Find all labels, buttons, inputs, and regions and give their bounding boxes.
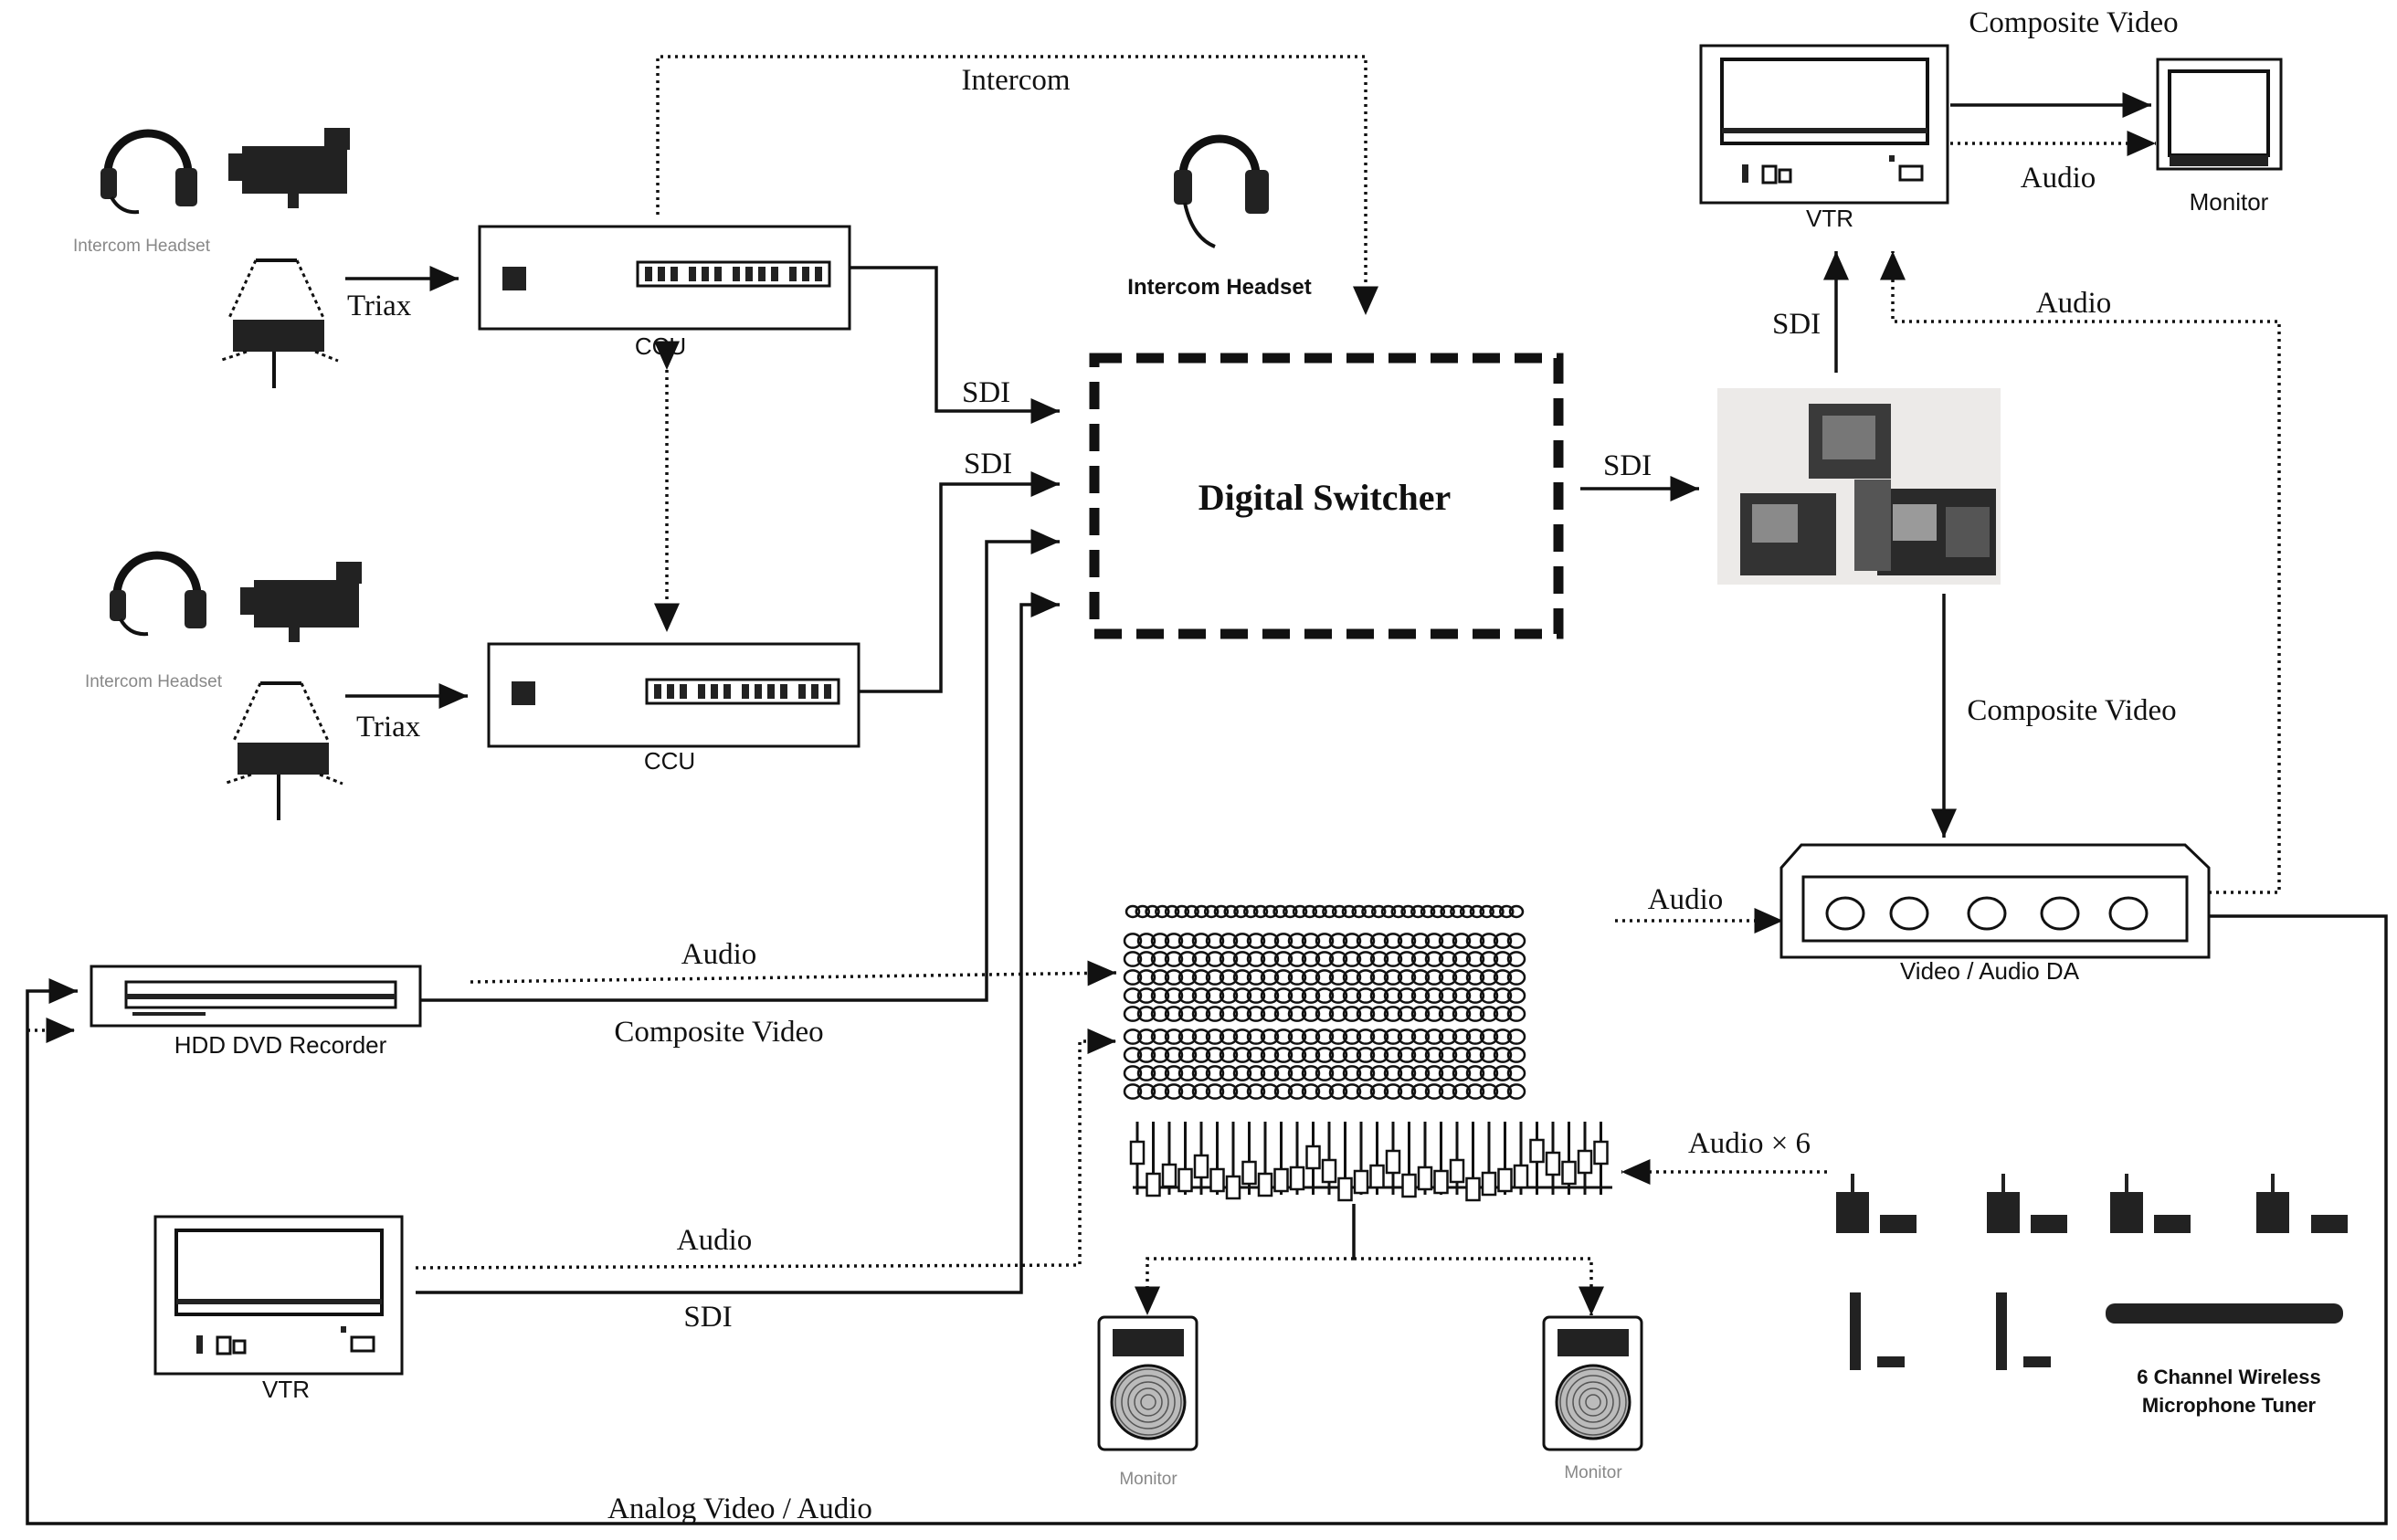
speaker-split-line bbox=[1135, 1257, 1354, 1315]
digital-switcher-label: Digital Switcher bbox=[1198, 477, 1452, 518]
sdi-label-1: SDI bbox=[962, 376, 1010, 409]
speaker-monitor-1: Monitor bbox=[1097, 1315, 1198, 1489]
monitor-speaker-label-2: Monitor bbox=[1564, 1463, 1622, 1482]
composite-video-top-label: Composite Video bbox=[1969, 6, 2178, 39]
wireless-tuner-unit bbox=[2106, 1303, 2343, 1324]
center-headset-icon bbox=[1174, 134, 1269, 248]
speaker-monitor-2: Monitor bbox=[1542, 1315, 1643, 1482]
camera-group-2: Intercom Headset Triax bbox=[85, 551, 421, 820]
sdi-label-2: SDI bbox=[964, 448, 1012, 480]
monitor-top: Monitor bbox=[2156, 58, 2283, 216]
hdd-composite-line bbox=[420, 529, 1060, 1002]
video-camera-icon bbox=[228, 128, 350, 208]
audio-x6-label: Audio × 6 bbox=[1688, 1127, 1811, 1160]
wireless-mic-receivers: 6 Channel Wireless Microphone Tuner bbox=[1836, 1174, 2348, 1417]
vtr-top-label: VTR bbox=[1806, 205, 1853, 232]
hdd-dvd-recorder: HDD DVD Recorder bbox=[90, 965, 422, 1059]
video-camera-icon bbox=[240, 562, 362, 642]
analog-video-audio-label: Analog Video / Audio bbox=[607, 1493, 872, 1525]
analog-loop-line bbox=[26, 914, 2388, 1525]
tripod-icon bbox=[223, 681, 343, 820]
vtr-top: VTR bbox=[1699, 44, 1949, 232]
composite-video-hdd-label: Composite Video bbox=[614, 1016, 823, 1049]
intercom-headset-center-label: Intercom Headset bbox=[1127, 275, 1311, 300]
composite-video-right-label: Composite Video bbox=[1967, 694, 2176, 727]
monitor-top-label: Monitor bbox=[2190, 188, 2269, 216]
mixer-faders bbox=[1129, 1122, 1612, 1202]
speaker-split-line-2 bbox=[1354, 1257, 1604, 1315]
microphone-icon bbox=[1850, 1292, 1905, 1370]
intercom-label: Intercom bbox=[961, 64, 1070, 97]
audio-right-label: Audio bbox=[2036, 287, 2112, 320]
ccu-1: CCU bbox=[478, 225, 851, 360]
wireless-receiver-icon bbox=[1836, 1174, 1917, 1233]
ccu-2-label: CCU bbox=[644, 747, 695, 775]
audio-vtr-label: Audio bbox=[677, 1224, 753, 1257]
intercom-headset-label-2: Intercom Headset bbox=[85, 672, 223, 691]
mixer-knob-grid bbox=[1123, 904, 1526, 1100]
microphone-icon bbox=[1996, 1292, 2051, 1370]
video-audio-da-label: Video / Audio DA bbox=[1900, 957, 2080, 985]
connections bbox=[26, 55, 2388, 1525]
audio-mixer bbox=[1123, 895, 1612, 1202]
ccu2-sdi-line bbox=[859, 471, 1060, 693]
triax-label-1: Triax bbox=[347, 290, 412, 322]
video-audio-da: Video / Audio DA bbox=[1779, 843, 2211, 985]
hdd-dvd-recorder-label: HDD DVD Recorder bbox=[174, 1031, 387, 1059]
vtr-sdi-line bbox=[416, 592, 1060, 1294]
ccu-2-knobs bbox=[654, 684, 831, 699]
intercom-line bbox=[656, 55, 1378, 315]
headset-icon bbox=[100, 129, 197, 215]
sdi-vtr-label: SDI bbox=[683, 1301, 732, 1334]
camera-group-1: Intercom Headset Triax bbox=[73, 128, 412, 388]
sdi-up-label: SDI bbox=[1772, 308, 1821, 341]
audio-top-label: Audio bbox=[2021, 162, 2096, 195]
audio-da-label: Audio bbox=[1648, 883, 1724, 916]
digital-switcher: Digital Switcher bbox=[1089, 353, 1564, 639]
vtr-bottom-label: VTR bbox=[262, 1376, 310, 1403]
ccu1-sdi-line bbox=[850, 266, 1060, 424]
headset-icon bbox=[110, 551, 206, 637]
wireless-receiver-icon bbox=[1987, 1174, 2067, 1233]
video-router-icon bbox=[1717, 388, 2001, 585]
ccu-1-label: CCU bbox=[635, 332, 686, 360]
wireless-receiver-icon bbox=[2256, 1174, 2348, 1233]
tripod-icon bbox=[218, 258, 339, 388]
vtr-audio-line bbox=[415, 1028, 1116, 1270]
ccu-2: CCU bbox=[487, 642, 861, 775]
wireless-receiver-icon bbox=[2110, 1174, 2191, 1233]
monitor-speaker-label-1: Monitor bbox=[1119, 1470, 1177, 1489]
audio-hdd-label: Audio bbox=[681, 938, 757, 971]
intercom-headset-label-1: Intercom Headset bbox=[73, 237, 211, 256]
hdd-audio-line bbox=[470, 960, 1117, 986]
wireless-tuner-label-2: Microphone Tuner bbox=[2142, 1394, 2317, 1417]
vtr-bottom: VTR bbox=[153, 1215, 404, 1403]
wireless-tuner-label-1: 6 Channel Wireless bbox=[2137, 1366, 2321, 1388]
triax-label-2: Triax bbox=[356, 711, 421, 744]
sdi-out-label: SDI bbox=[1603, 449, 1652, 482]
ccu-1-knobs bbox=[645, 267, 822, 281]
